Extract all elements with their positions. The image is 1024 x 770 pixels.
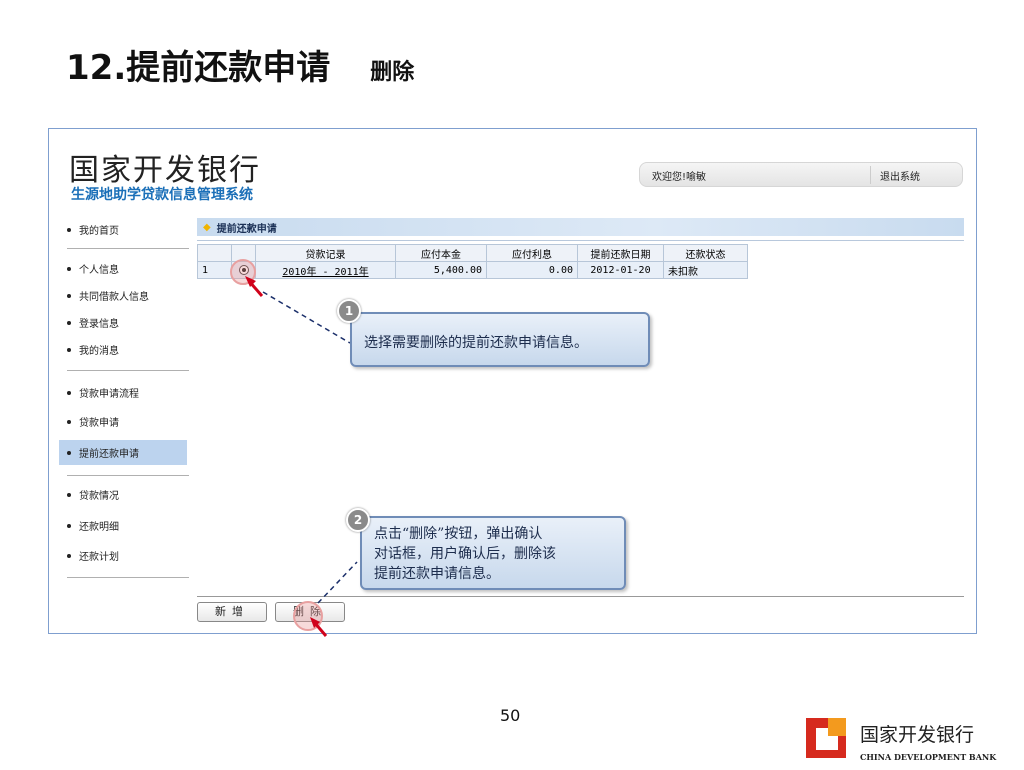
bank-logo-text: 国家开发银行 xyxy=(69,153,261,188)
sidebar-item-label: 还款明细 xyxy=(79,522,119,533)
section-title: 提前还款申请 xyxy=(216,223,277,235)
action-divider xyxy=(197,596,964,597)
sidebar-item-loan-process[interactable]: 贷款申请流程 xyxy=(59,380,187,405)
sidebar-item-prepayment[interactable]: 提前还款申请 xyxy=(59,440,187,465)
row-radio-button[interactable] xyxy=(238,264,249,275)
slide-title: 12.提前还款申请 删除 xyxy=(66,40,414,89)
sidebar-item-label: 个人信息 xyxy=(79,265,119,276)
header-user-bar: 欢迎您!喻敏 退出系统 xyxy=(639,162,963,187)
cell-status: 未扣款 xyxy=(663,261,748,279)
sidebar-item-label: 提前还款申请 xyxy=(79,449,139,460)
sidebar-item-messages[interactable]: 我的消息 xyxy=(59,337,187,362)
bullet-icon xyxy=(67,419,71,424)
bullet-icon xyxy=(67,523,71,528)
callout-2-line: 提前还款申请信息。 xyxy=(374,566,500,582)
table-row[interactable]: 1 2010年 - 2011年 5,400.00 0.00 2012-01-20… xyxy=(197,261,748,279)
sidebar-item-label: 贷款情况 xyxy=(79,491,119,502)
bullet-icon xyxy=(67,227,71,232)
logout-link[interactable]: 退出系统 xyxy=(880,172,920,183)
delete-button[interactable]: 删除 xyxy=(275,602,345,622)
footer-bank-name-en: CHINA DEVELOPMENT BANK xyxy=(860,752,997,762)
cell-record[interactable]: 2010年 - 2011年 xyxy=(255,261,396,279)
system-name: 生源地助学贷款信息管理系统 xyxy=(71,187,253,203)
cell-select[interactable] xyxy=(231,261,256,279)
section-header: ◆ 提前还款申请 xyxy=(197,218,964,236)
callout-2-line: 点击“删除”按钮，弹出确认 xyxy=(374,526,543,542)
section-divider xyxy=(197,240,964,241)
sidebar-item-repayment-plan[interactable]: 还款计划 xyxy=(59,543,187,568)
sidebar-item-repayment-detail[interactable]: 还款明细 xyxy=(59,513,187,538)
column-header-interest: 应付利息 xyxy=(486,244,578,262)
bullet-icon xyxy=(67,390,71,395)
cell-date: 2012-01-20 xyxy=(577,261,664,279)
nav-divider xyxy=(67,475,189,476)
bullet-icon xyxy=(67,293,71,298)
sidebar-item-login-info[interactable]: 登录信息 xyxy=(59,310,187,335)
footer-bank-logo: 国家开发银行 CHINA DEVELOPMENT BANK xyxy=(806,718,996,770)
page-number: 50 xyxy=(500,706,521,725)
sidebar-item-loan-status[interactable]: 贷款情况 xyxy=(59,482,187,507)
column-header-index xyxy=(197,244,232,262)
column-header-status: 还款状态 xyxy=(663,244,748,262)
bullet-icon xyxy=(67,347,71,352)
sidebar-item-label: 贷款申请 xyxy=(79,418,119,429)
add-button[interactable]: 新增 xyxy=(197,602,267,622)
sidebar-item-label: 还款计划 xyxy=(79,552,119,563)
nav-divider xyxy=(67,370,189,371)
welcome-text: 欢迎您!喻敏 xyxy=(652,172,707,183)
diamond-icon: ◆ xyxy=(203,221,211,233)
slide-title-main: 12.提前还款申请 xyxy=(66,48,331,88)
footer-bank-name-cn: 国家开发银行 xyxy=(860,724,975,746)
sidebar-item-label: 共同借款人信息 xyxy=(79,292,149,303)
bullet-icon xyxy=(67,320,71,325)
prepayment-table: 贷款记录 应付本金 应付利息 提前还款日期 还款状态 1 2010年 - 201… xyxy=(197,244,748,279)
sidebar-item-loan-application[interactable]: 贷款申请 xyxy=(59,409,187,434)
nav-divider xyxy=(67,248,189,249)
loan-record-link[interactable]: 2010年 - 2011年 xyxy=(282,266,369,278)
sidebar-item-label: 我的消息 xyxy=(79,346,119,357)
sidebar-item-label: 我的首页 xyxy=(79,226,119,237)
bank-emblem-icon xyxy=(806,718,846,758)
step-badge-2: 2 xyxy=(346,508,370,532)
sidebar-item-label: 贷款申请流程 xyxy=(79,389,139,400)
sidebar-item-home[interactable]: 我的首页 xyxy=(59,217,187,242)
callout-box-2: 点击“删除”按钮，弹出确认 对话框，用户确认后，删除该 提前还款申请信息。 xyxy=(360,516,626,590)
bullet-icon xyxy=(67,266,71,271)
column-header-record: 贷款记录 xyxy=(255,244,396,262)
cell-interest: 0.00 xyxy=(486,261,578,279)
callout-2-text: 点击“删除”按钮，弹出确认 对话框，用户确认后，删除该 提前还款申请信息。 xyxy=(374,524,556,584)
bullet-icon xyxy=(67,450,71,455)
sidebar-item-label: 登录信息 xyxy=(79,319,119,330)
slide-title-sub: 删除 xyxy=(370,60,415,85)
column-header-select xyxy=(231,244,256,262)
column-header-date: 提前还款日期 xyxy=(577,244,664,262)
callout-box-1: 选择需要删除的提前还款申请信息。 xyxy=(350,312,650,367)
bullet-icon xyxy=(67,492,71,497)
column-header-principal: 应付本金 xyxy=(395,244,487,262)
table-header-row: 贷款记录 应付本金 应付利息 提前还款日期 还款状态 xyxy=(197,244,748,262)
callout-2-line: 对话框，用户确认后，删除该 xyxy=(374,546,556,562)
sidebar-item-personal-info[interactable]: 个人信息 xyxy=(59,256,187,281)
sidebar-item-co-borrower[interactable]: 共同借款人信息 xyxy=(59,283,187,308)
bullet-icon xyxy=(67,553,71,558)
step-badge-1: 1 xyxy=(337,299,361,323)
cell-principal: 5,400.00 xyxy=(395,261,487,279)
callout-1-text: 选择需要删除的提前还款申请信息。 xyxy=(364,335,588,351)
cell-index: 1 xyxy=(197,261,232,279)
nav-divider xyxy=(67,577,189,578)
header-divider xyxy=(870,166,871,184)
